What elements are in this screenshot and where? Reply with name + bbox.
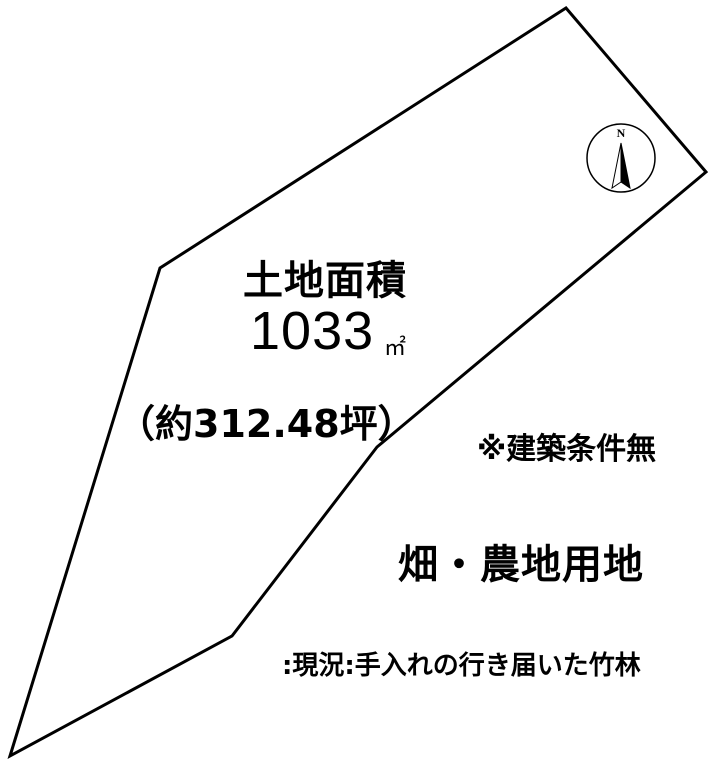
lot-boundary [7, 6, 709, 760]
north-label: N [617, 126, 626, 140]
north-arrow-icon: N [586, 123, 656, 193]
building-condition-note: ※建築条件無 [477, 432, 657, 467]
land-area-title: 土地面積 [243, 258, 407, 304]
land-area-unit: ㎡ [384, 335, 407, 360]
land-area-value: 1033 [250, 301, 375, 361]
land-area-tsubo: （約312.48坪） [117, 402, 416, 446]
current-status-note: :現況:手入れの行き届いた竹林 [282, 651, 641, 681]
land-use-label: 畑・農地用地 [398, 542, 644, 588]
